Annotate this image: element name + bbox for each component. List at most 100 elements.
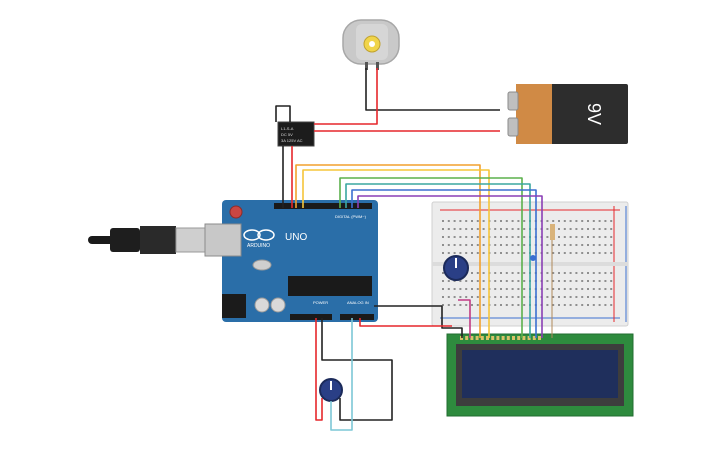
breadboard-hole — [442, 220, 444, 222]
breadboard-hole — [558, 244, 560, 246]
breadboard-hole — [442, 296, 444, 298]
arduino-uno[interactable]: DIGITAL (PWM~) ARDUINO UNO POWER ANALOG … — [204, 200, 378, 322]
breadboard-hole — [598, 236, 601, 238]
breadboard-hole — [517, 236, 520, 238]
dc-motor[interactable] — [342, 19, 400, 70]
breadboard-hole — [575, 228, 578, 230]
breadboard-hole — [610, 252, 613, 254]
breadboard-hole — [511, 220, 514, 222]
breadboard-hole — [442, 244, 444, 246]
breadboard-hole — [558, 220, 560, 222]
breadboard-hole — [523, 296, 526, 298]
breadboard-hole — [575, 252, 578, 254]
breadboard-hole — [476, 228, 479, 230]
breadboard-hole — [447, 304, 450, 306]
breadboard-hole — [598, 220, 601, 222]
breadboard-hole — [569, 304, 572, 306]
breadboard-hole — [442, 304, 444, 306]
breadboard-hole — [505, 220, 508, 222]
usb-cable[interactable] — [88, 226, 209, 254]
breadboard-hole — [505, 236, 508, 238]
lcd-pin — [538, 336, 541, 340]
breadboard-hole — [500, 296, 502, 298]
reset-button[interactable] — [229, 205, 243, 219]
lcd-pin — [517, 336, 521, 340]
breadboard-hole — [610, 236, 613, 238]
breadboard-hole — [604, 236, 607, 238]
breadboard-hole — [482, 244, 485, 246]
breadboard-hole — [459, 280, 462, 282]
breadboard-hole — [447, 296, 450, 298]
breadboard-hole — [546, 280, 549, 282]
breadboard-hole — [494, 272, 497, 274]
relay[interactable]: L1-S-A DC 5V 3A 125V AC — [277, 121, 315, 147]
breadboard-hole — [598, 252, 601, 254]
arduino-model: UNO — [285, 232, 307, 243]
breadboard-hole — [476, 252, 479, 254]
breadboard-hole — [581, 236, 584, 238]
wire-magenta — [458, 299, 471, 338]
breadboard-hole — [505, 288, 508, 290]
breadboard-hole — [581, 228, 584, 230]
breadboard-hole — [453, 288, 456, 290]
breadboard-hole — [610, 288, 613, 290]
wire-red-5v — [359, 318, 452, 327]
breadboard-hole — [546, 296, 549, 298]
breadboard-hole — [587, 252, 589, 254]
breadboard-hole — [546, 244, 549, 246]
breadboard-hole — [558, 236, 560, 238]
breadboard-hole — [511, 252, 514, 254]
breadboard-hole — [575, 220, 578, 222]
breadboard-hole — [563, 236, 566, 238]
breadboard-hole — [471, 296, 473, 298]
breadboard-hole — [563, 228, 566, 230]
breadboard-hole — [517, 272, 520, 274]
wire-black-relay — [275, 105, 291, 122]
breadboard-hole — [459, 304, 462, 306]
potentiometer-breadboard[interactable] — [443, 255, 469, 281]
breadboard-hole — [604, 228, 607, 230]
breadboard-hole — [604, 288, 607, 290]
arduino-brand: ARDUINO — [247, 243, 270, 249]
breadboard-hole — [563, 304, 566, 306]
lcd-pin — [532, 336, 536, 340]
arduino-logo-icon — [243, 229, 261, 241]
resistor[interactable] — [550, 224, 555, 240]
potentiometer-bottom[interactable] — [319, 378, 343, 402]
breadboard-hole — [453, 228, 456, 230]
breadboard-hole — [558, 304, 560, 306]
breadboard-hole — [494, 288, 497, 290]
lcd-pin — [527, 336, 531, 340]
breadboard-hole — [563, 252, 566, 254]
breadboard-hole — [482, 296, 485, 298]
usb-port — [204, 223, 242, 257]
breadboard-hole — [569, 220, 572, 222]
breadboard-hole — [517, 280, 520, 282]
breadboard-hole — [517, 304, 520, 306]
relay-label-2: DC 5V — [281, 132, 293, 137]
breadboard-hole — [511, 272, 514, 274]
breadboard-hole — [517, 220, 520, 222]
relay-label-1: L1-S-A — [281, 126, 294, 131]
breadboard-hole — [494, 244, 497, 246]
breadboard-hole — [604, 272, 607, 274]
breadboard-hole — [465, 236, 468, 238]
breadboard-hole — [587, 280, 589, 282]
lcd-display[interactable] — [446, 333, 634, 417]
breadboard-hole — [447, 228, 450, 230]
breadboard-hole — [447, 280, 450, 282]
breadboard-hole — [494, 304, 497, 306]
breadboard-hole — [569, 280, 572, 282]
breadboard-hole — [447, 288, 450, 290]
battery-9v[interactable]: 9V — [507, 84, 628, 144]
breadboard-hole — [476, 236, 479, 238]
breadboard-hole — [500, 280, 502, 282]
breadboard-hole — [453, 296, 456, 298]
breadboard-hole — [447, 252, 450, 254]
wire-lightblue-pot — [330, 318, 353, 431]
breadboard-hole — [569, 228, 572, 230]
breadboard-hole — [581, 304, 584, 306]
breadboard-hole — [604, 244, 607, 246]
wire-blue — [351, 189, 537, 338]
analog-label: ANALOG IN — [347, 300, 369, 305]
